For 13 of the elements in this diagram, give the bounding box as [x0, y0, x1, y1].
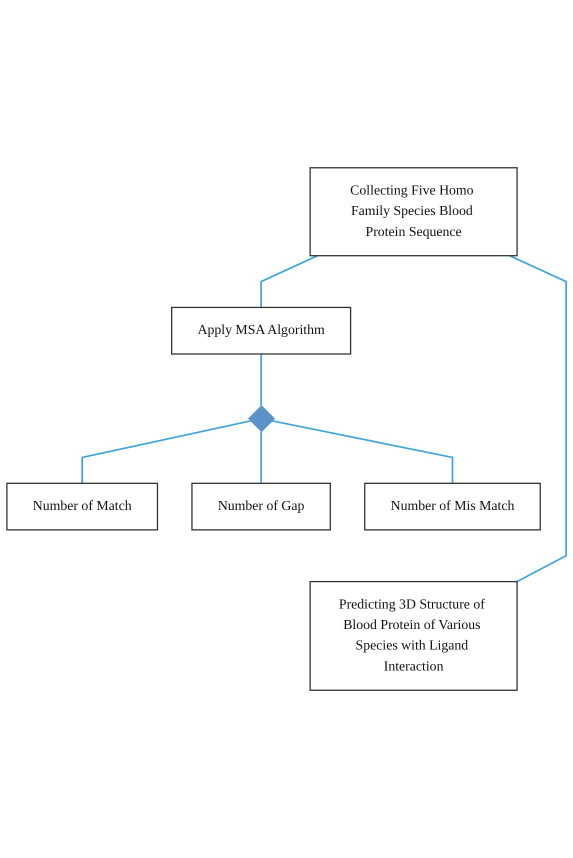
connector: [272, 420, 454, 484]
node-box: Apply MSA Algorithm: [170, 306, 352, 355]
node-box: Number of Gap: [191, 482, 331, 531]
connector: [260, 354, 262, 406]
node-box: Collecting Five Homo Family Species Blood Protein Sequence: [310, 167, 518, 256]
node-box: Number of Mis Match: [364, 482, 541, 531]
connector: [260, 254, 318, 308]
connector: [81, 420, 251, 484]
connector: [509, 254, 567, 582]
connector: [260, 432, 262, 484]
node-box: Number of Match: [6, 482, 158, 531]
node-diamond: [248, 405, 276, 432]
node-box: Predicting 3D Structure of Blood Protein of Various Species with Ligand Interaction: [310, 580, 518, 691]
